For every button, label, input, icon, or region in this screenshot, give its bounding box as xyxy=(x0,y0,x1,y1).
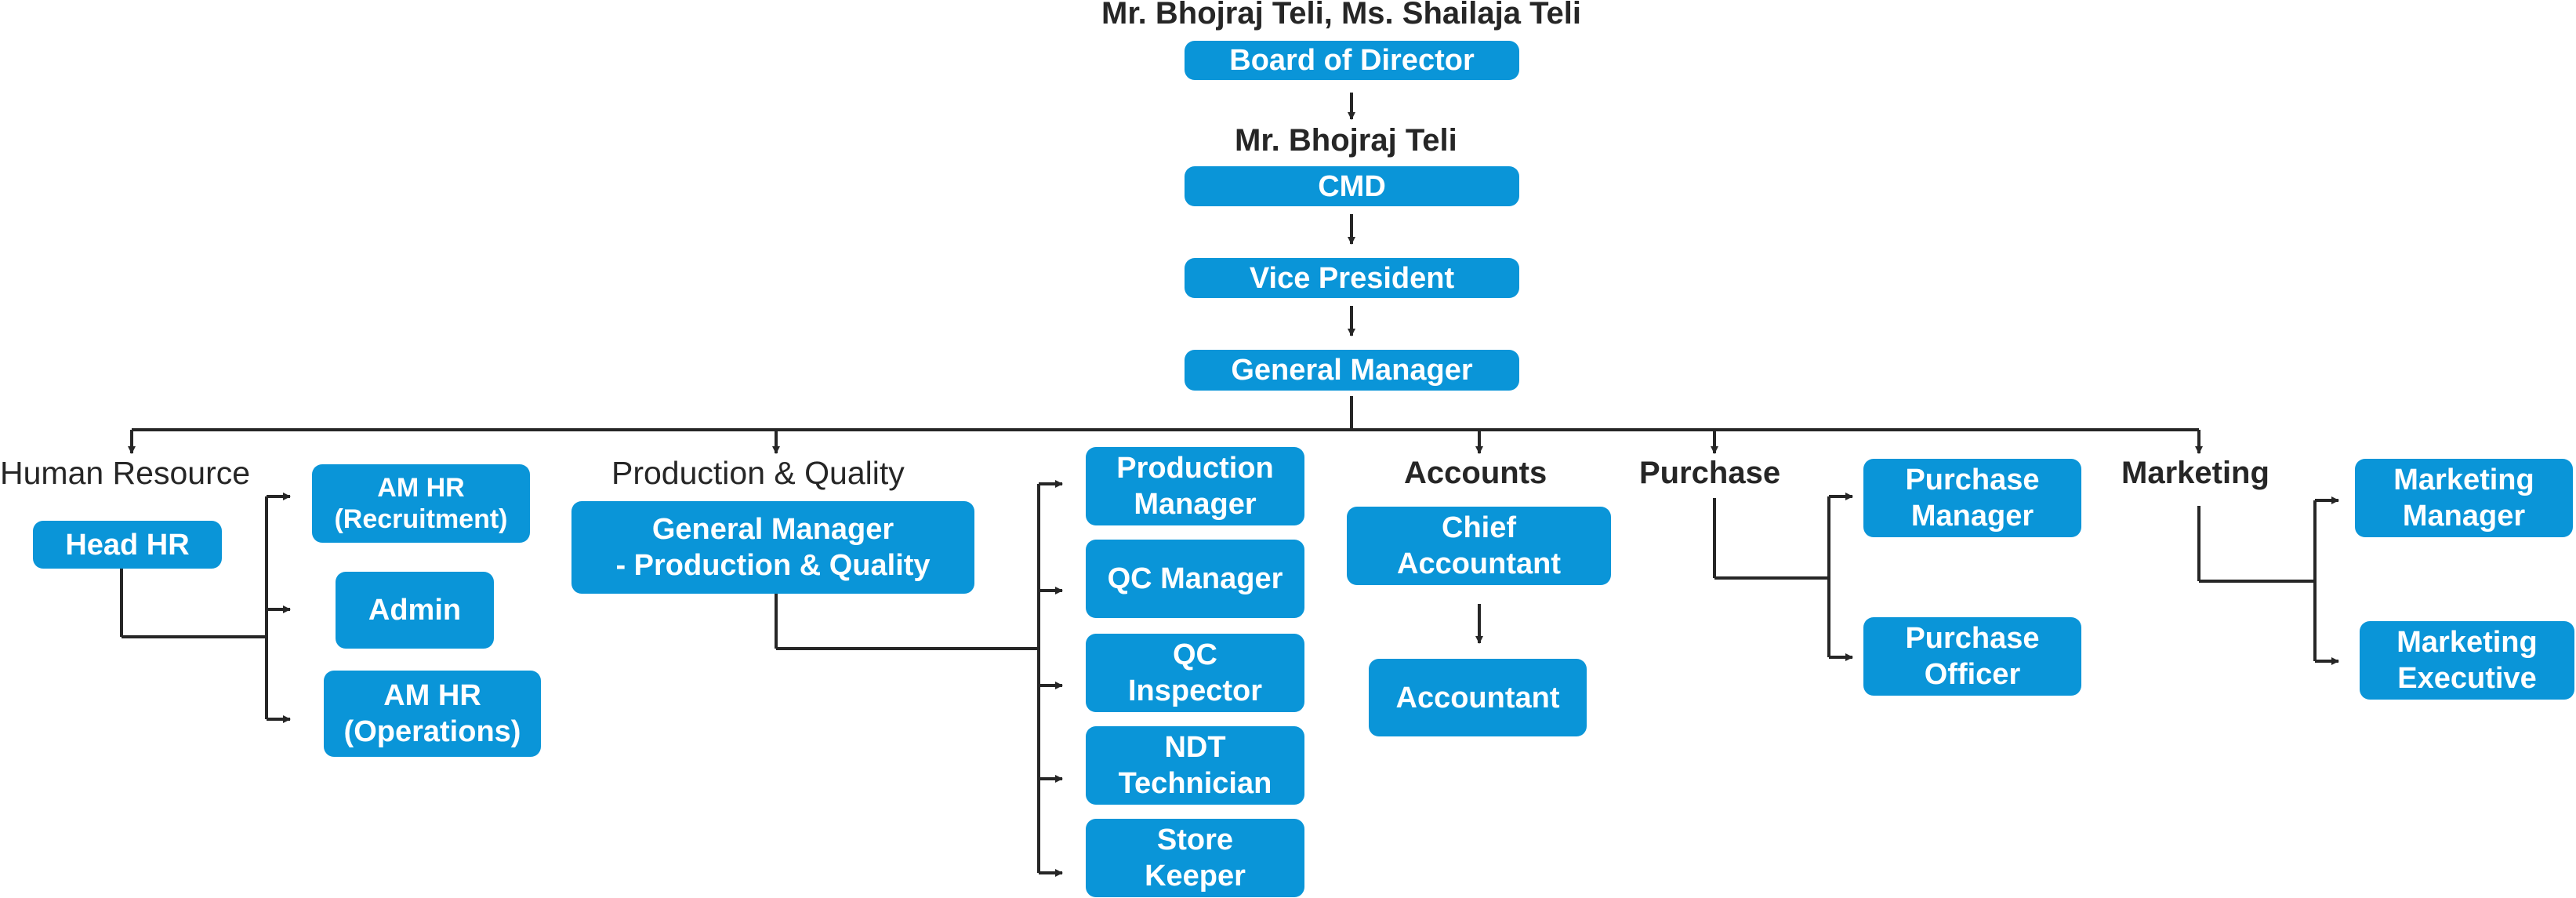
dept-label-marketing: Marketing xyxy=(2121,456,2269,490)
dept-label-accounts: Accounts xyxy=(1404,456,1547,490)
accountant-box: Accountant xyxy=(1369,659,1587,736)
general-manager-box: General Manager xyxy=(1185,350,1519,391)
production-manager-box: Production Manager xyxy=(1086,447,1304,525)
board-of-director-box: Board of Director xyxy=(1185,41,1519,80)
qc-inspector-box: QC Inspector xyxy=(1086,634,1304,712)
dept-label-production-quality: Production & Quality xyxy=(611,455,905,491)
board-members-name: Mr. Bhojraj Teli, Ms. Shailaja Teli xyxy=(1101,0,1582,31)
head-hr-box: Head HR xyxy=(33,521,222,569)
ndt-technician-box: NDT Technician xyxy=(1086,726,1304,805)
cmd-name: Mr. Bhojraj Teli xyxy=(1235,123,1457,158)
vice-president-box: Vice President xyxy=(1185,258,1519,298)
marketing-manager-box: Marketing Manager xyxy=(2355,459,2573,537)
marketing-executive-box: Marketing Executive xyxy=(2360,621,2574,700)
am-hr-operations-box: AM HR (Operations) xyxy=(324,671,541,757)
admin-box: Admin xyxy=(336,572,494,649)
cmd-box: CMD xyxy=(1185,166,1519,206)
dept-label-human-resource: Human Resource xyxy=(0,455,251,491)
dept-label-purchase: Purchase xyxy=(1639,456,1781,490)
store-keeper-box: Store Keeper xyxy=(1086,819,1304,897)
gm-production-quality-box: General Manager - Production & Quality xyxy=(571,501,974,594)
purchase-manager-box: Purchase Manager xyxy=(1863,459,2081,537)
chief-accountant-box: Chief Accountant xyxy=(1347,507,1611,585)
am-hr-recruitment-box: AM HR (Recruitment) xyxy=(312,464,530,543)
qc-manager-box: QC Manager xyxy=(1086,540,1304,618)
purchase-officer-box: Purchase Officer xyxy=(1863,617,2081,696)
